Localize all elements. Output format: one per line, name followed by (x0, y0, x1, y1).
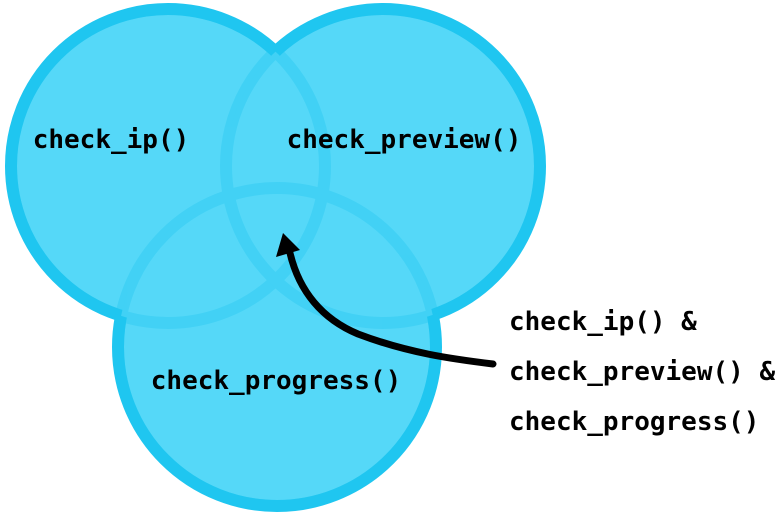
intersection-annotation: check_ip() & check_preview() & check_pro… (509, 297, 775, 447)
circle-check-progress (118, 188, 436, 506)
annotation-line-3: check_progress() (509, 407, 760, 437)
annotation-arrow (286, 249, 497, 368)
annotation-line-2: check_preview() & (509, 357, 776, 387)
venn-circle-fills (11, 9, 540, 506)
arrow-head (276, 233, 300, 257)
set-label-check-progress: check_progress() (150, 366, 402, 396)
set-label-check-preview: check_preview() (286, 125, 522, 155)
venn-outline-strokes (5, 3, 546, 512)
annotation-line-1: check_ip() & (509, 307, 697, 337)
set-label-check-ip: check_ip() (32, 125, 190, 155)
